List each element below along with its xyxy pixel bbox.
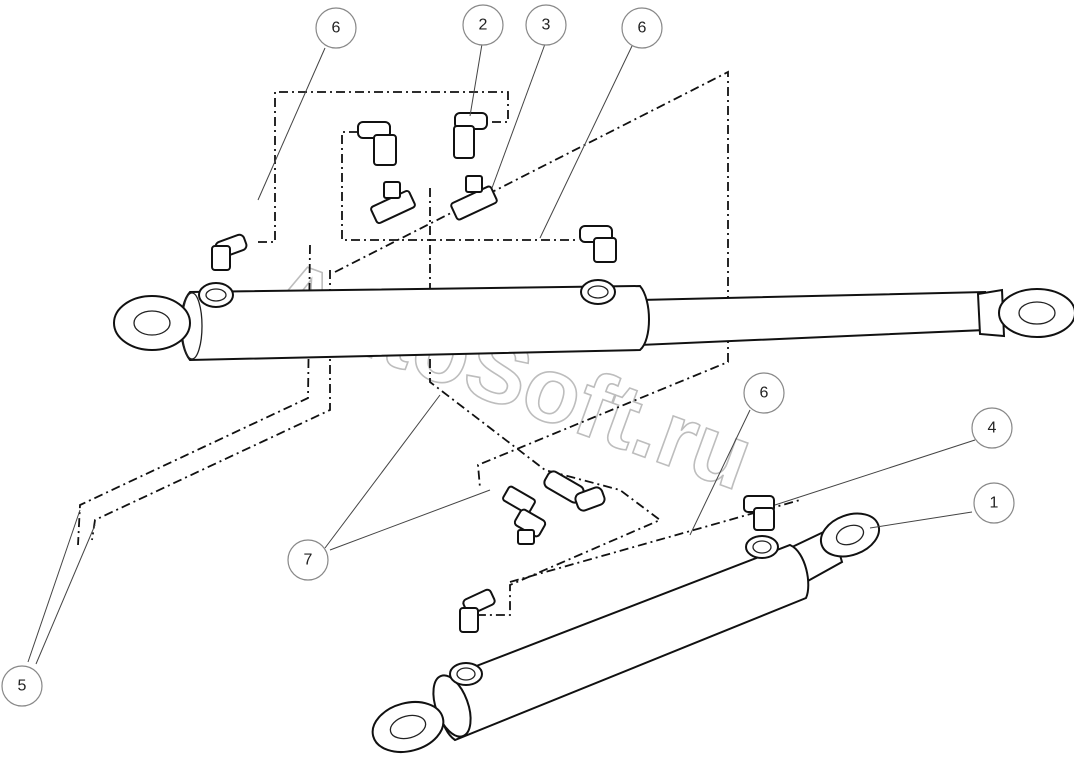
callout-label: 3 (542, 17, 551, 34)
tee-fitting (450, 175, 498, 221)
lower-base-eye-bore (389, 714, 427, 740)
callout-1: 1 (973, 482, 1015, 524)
leader-line (329, 489, 491, 551)
upper-cylinder-rod (639, 290, 986, 347)
callout-circle (315, 7, 357, 49)
tee-fitting (370, 181, 416, 225)
leader-line (324, 394, 441, 549)
leader-lines (27, 43, 976, 665)
lower-cylinder-barrel (436, 543, 810, 742)
elbow-fitting (743, 495, 775, 531)
hose-route-to-cylinder1 (429, 188, 662, 616)
callout-label: 1 (990, 495, 999, 512)
leader-line (689, 409, 751, 536)
callout-circle (971, 407, 1013, 449)
callout-label: 7 (304, 552, 313, 569)
leader-line (469, 43, 483, 117)
lower-rod-eye (819, 512, 881, 558)
lower-port-right (752, 540, 772, 554)
callout-4: 4 (971, 407, 1013, 449)
elbow-fitting (459, 588, 496, 633)
hose-route-lower-fittings (509, 499, 801, 583)
callout-label: 4 (988, 420, 997, 437)
upper-base-eye (113, 295, 191, 351)
tee-fitting (513, 508, 547, 545)
upper-port-right (587, 285, 609, 299)
upper-base-eye-bore (133, 310, 171, 336)
straight-fitting (502, 485, 536, 515)
elbow-fitting (357, 121, 397, 166)
lower-rod-eye-bore (835, 524, 865, 546)
lower-hydraulic-cylinder (371, 512, 881, 753)
callout-6: 6 (743, 372, 785, 414)
callout-label: 6 (638, 20, 647, 37)
elbow-fitting (211, 233, 248, 271)
leader-line (491, 43, 546, 189)
callout-circle (973, 482, 1015, 524)
leader-line (869, 511, 973, 529)
hose-route-upper-left (258, 91, 509, 243)
callout-7: 7 (287, 539, 329, 581)
elbow-fitting (543, 470, 606, 512)
lower-port-boss-right (745, 535, 779, 559)
leader-line (539, 45, 633, 239)
callout-6: 6 (621, 7, 663, 49)
upper-port-boss-left (198, 282, 234, 308)
callout-label: 5 (18, 678, 27, 695)
callout-circle (287, 539, 329, 581)
callout-label: 6 (332, 20, 341, 37)
leader-line (27, 509, 81, 663)
callout-circle (525, 4, 567, 46)
leader-line (35, 524, 96, 665)
callout-circle (462, 4, 504, 46)
callout-label: 6 (760, 385, 769, 402)
callout-3: 3 (525, 4, 567, 46)
callout-circle (1, 665, 43, 707)
elbow-fitting (579, 225, 617, 263)
lower-base-eye (371, 701, 445, 753)
leader-line (257, 47, 326, 201)
callout-6: 6 (315, 7, 357, 49)
callout-circle (743, 372, 785, 414)
callout-2: 2 (462, 4, 504, 46)
callout-5: 5 (1, 665, 43, 707)
upper-rod-end-shoulder (976, 288, 1006, 338)
callout-label: 2 (479, 17, 488, 34)
watermark-text: AutoSoft.ru (255, 241, 765, 510)
upper-hydraulic-cylinder (113, 279, 1074, 362)
leader-line (774, 439, 976, 506)
hose-route-long-upper (334, 70, 729, 489)
lower-port-left (456, 667, 476, 681)
callout-circle (621, 7, 663, 49)
hose-route-fitting-loop (341, 131, 575, 241)
lower-port-boss-left (449, 662, 483, 686)
hydraulic-fittings (211, 112, 775, 633)
upper-port-left (205, 288, 227, 302)
upper-rod-eye-bore (1018, 301, 1056, 325)
upper-cylinder-barrel (180, 284, 650, 362)
elbow-fitting (453, 112, 488, 159)
upper-port-boss-right (580, 279, 616, 305)
upper-rod-eye (998, 288, 1074, 338)
